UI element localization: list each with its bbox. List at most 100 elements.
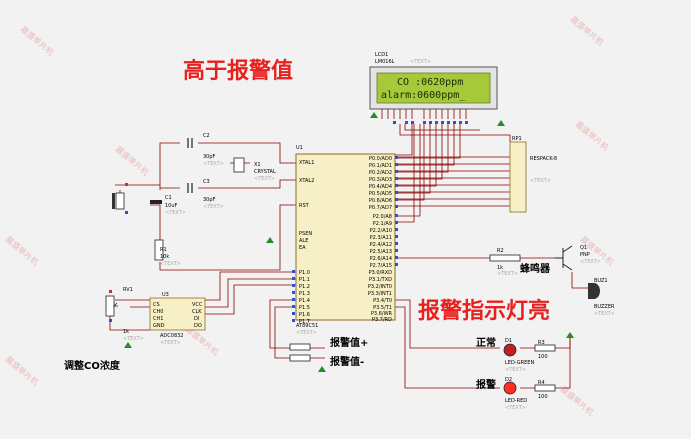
alarm-label: 报警 <box>476 378 496 391</box>
reset-button-icon <box>115 192 125 210</box>
alarm-buttons: 报警值+ 报警值- <box>289 336 368 372</box>
d1-ref: D1 <box>505 338 512 344</box>
d2-text-tag: <TEXT> <box>505 405 526 411</box>
r4-ref: R4 <box>538 380 545 386</box>
r1-ref: R1 <box>160 247 167 253</box>
mcu-pin: XTAL2 <box>299 178 314 184</box>
rp1-ref: RP1 <box>512 136 522 142</box>
watermark: 嘉盛单片机 <box>19 24 56 57</box>
mcu-pin: P2.0/A8 <box>373 214 392 220</box>
mcu-pin: P0.1/AD1 <box>369 163 392 169</box>
r2-ref: R2 <box>497 248 504 254</box>
lcd-text-tag: <TEXT> <box>410 59 431 65</box>
alarm-plus-button-icon <box>289 343 311 351</box>
adc-pin: DO <box>194 323 202 329</box>
adc-pin: CLK <box>192 309 202 315</box>
c2-ref: C2 <box>203 133 210 139</box>
adc-pin: CS <box>153 302 160 308</box>
c1-capacitor-icon <box>150 200 162 204</box>
d2-ref: D2 <box>505 377 512 383</box>
lcd-pins <box>381 109 467 119</box>
mcu-pin: P1.6 <box>299 312 310 318</box>
green-led-icon <box>503 343 517 357</box>
mcu-left-pins: XTAL1 XTAL2 RST PSEN ALE EA P1.0 P1.1 P1… <box>299 160 314 325</box>
mcu-text-tag: <TEXT> <box>296 330 317 336</box>
respack-body <box>509 141 527 213</box>
mcu-chip: U1 XTAL1 XTAL2 RST PSEN ALE EA P1.0 P1.1… <box>266 145 398 336</box>
r1-value: 10k <box>160 254 169 260</box>
rp1-value: RESPACK-8 <box>530 156 557 162</box>
alarm-minus-button-icon <box>289 354 311 362</box>
r3-resistor-icon <box>534 344 556 352</box>
wires <box>109 124 588 389</box>
adc-body <box>149 297 206 331</box>
mcu-pin: P1.5 <box>299 305 310 311</box>
watermark: 嘉盛单片机 <box>4 354 41 387</box>
r1-resistor-icon <box>154 239 164 261</box>
watermark: 嘉盛单片机 <box>574 119 611 152</box>
c3-capacitor-icon <box>187 183 193 193</box>
x1-ref: X1 <box>254 162 261 168</box>
lcd-pin-markers <box>393 121 468 124</box>
crystal-section: C2 30pF <TEXT> C3 30pF <TEXT> X1 CRYSTAL… <box>112 133 276 267</box>
alarm-minus-label: 报警值- <box>330 355 364 368</box>
c3-text-tag: <TEXT> <box>203 204 224 210</box>
buzzer-icon <box>588 283 600 299</box>
d2-value: LED-RED <box>505 398 527 404</box>
adc-pin: CH0 <box>153 309 163 315</box>
lcd-ground-symbol <box>370 112 378 118</box>
adc-pin: VCC <box>192 302 203 308</box>
normal-label: 正常 <box>476 336 496 349</box>
mcu-pin: P3.2/INT0 <box>368 284 392 290</box>
r2-value: 1k <box>497 265 503 271</box>
d1-text-tag: <TEXT> <box>505 367 526 373</box>
mcu-pin: P0.0/AD0 <box>369 156 392 162</box>
c3-ref: C3 <box>203 179 210 185</box>
adc-pin: DI <box>194 316 199 322</box>
r2-text-tag: <TEXT> <box>497 271 518 277</box>
mcu-pin-markers <box>292 156 398 322</box>
lcd-part: LM016L <box>375 59 395 65</box>
c2-capacitor-icon <box>187 138 193 148</box>
mcu-part: AT89C51 <box>296 323 318 329</box>
c2-text-tag: <TEXT> <box>203 161 224 167</box>
mcu-pin: P0.4/AD4 <box>369 184 392 190</box>
d1-value: LED-GREEN <box>505 360 534 366</box>
mcu-pin: P2.3/A11 <box>370 235 392 241</box>
c3-value: 30pF <box>203 197 216 203</box>
mcu-pin: PSEN <box>299 231 312 237</box>
mcu-ref: U1 <box>296 145 303 151</box>
lcd-line-2: alarm:0600ppm_ <box>381 90 466 101</box>
mcu-pin: P0.6/AD6 <box>369 198 392 204</box>
lcd-display: LCD1 LM016L <TEXT> CO :0620ppm alarm:060… <box>369 52 505 126</box>
q1-text-tag: <TEXT> <box>580 259 601 265</box>
mcu-pin: P3.1/TXD <box>369 277 392 283</box>
transistor-icon <box>555 245 573 271</box>
rv1-text-tag: <TEXT> <box>123 336 144 342</box>
respack: RP1 RESPACK-8 <TEXT> <box>509 136 557 213</box>
mcu-pin: XTAL1 <box>299 160 314 166</box>
mcu-right-pins: P0.0/AD0 P0.1/AD1 P0.2/AD2 P0.3/AD3 P0.4… <box>368 156 393 323</box>
mcu-ground-symbol <box>266 237 274 243</box>
mcu-pin: P1.1 <box>299 277 310 283</box>
mcu-pin: P2.5/A13 <box>370 249 392 255</box>
mcu-pin: P3.5/T1 <box>373 305 392 311</box>
rp1-text-tag: <TEXT> <box>530 178 551 184</box>
adc-ref: U3 <box>162 292 169 298</box>
x1-text-tag: <TEXT> <box>254 176 275 182</box>
mcu-pin: EA <box>299 245 306 251</box>
adjust-co-label: 调整CO浓度 <box>64 359 121 372</box>
buz1-text-tag: <TEXT> <box>594 311 615 317</box>
adc-pin: CH1 <box>153 316 163 322</box>
r4-value: 100 <box>538 394 548 400</box>
buzzer-label: 蜂鸣器 <box>520 262 551 275</box>
alarm-plus-label: 报警值+ <box>330 336 368 349</box>
mcu-pin: P2.1/A9 <box>373 221 392 227</box>
mcu-body <box>295 153 396 321</box>
mcu-pin: P2.6/A14 <box>370 256 392 262</box>
crystal-icon <box>233 157 245 173</box>
mcu-pin: P0.2/AD2 <box>369 170 392 176</box>
mcu-pin: P2.7/A15 <box>370 263 392 269</box>
c1-text-tag: <TEXT> <box>165 210 186 216</box>
